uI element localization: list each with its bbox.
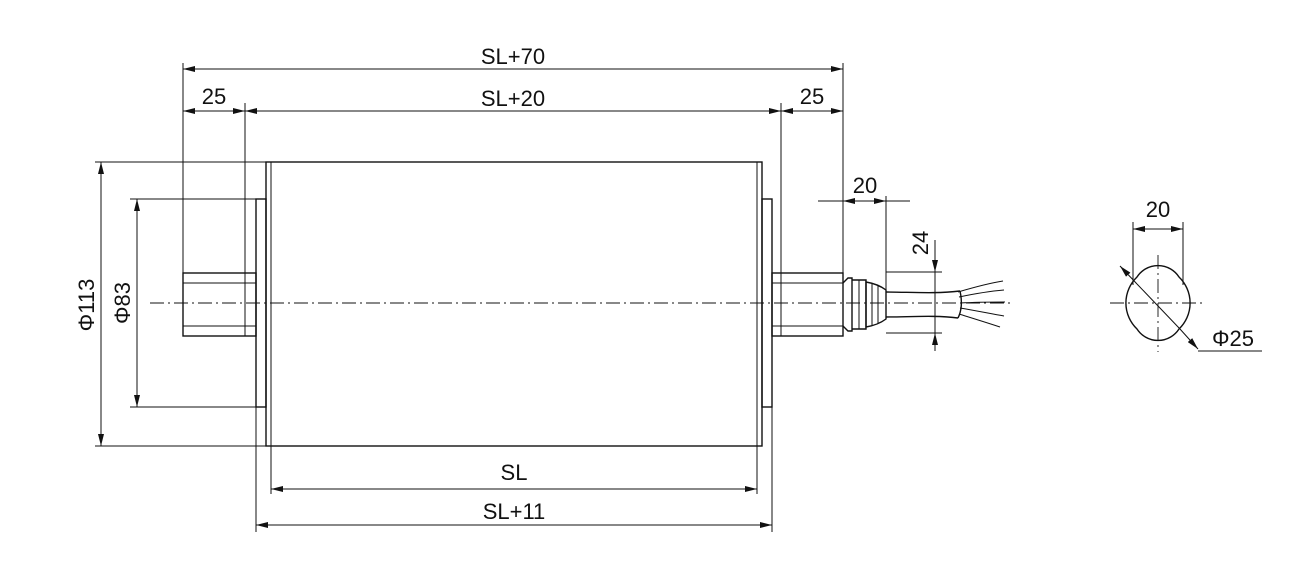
shaft-end-view: 20 Φ25: [1110, 197, 1262, 352]
roller-side-view: [150, 161, 1012, 447]
right-shaft-hex: [771, 272, 844, 337]
tube-flange-length-label: SL+11: [483, 499, 546, 524]
roller-tube: [265, 161, 763, 447]
left-shaft-hex: [182, 272, 257, 337]
flange-diameter-label: Φ83: [110, 282, 135, 324]
cable: [885, 280, 1006, 328]
shaft-cross-section: [1125, 264, 1191, 342]
shaft-flat-width-label: 20: [1146, 197, 1170, 222]
bottom-dimensions: SL SL+11: [255, 407, 773, 532]
mid-length-label: SL+20: [481, 86, 545, 111]
shaft-diameter-label: Φ25: [1212, 326, 1254, 351]
cable-gland: [842, 277, 887, 332]
top-dimensions: SL+70 SL+20 25 25: [182, 44, 844, 273]
left-end-length-label: 25: [202, 84, 226, 109]
shaft-diameter-leader: [1119, 265, 1138, 285]
diameter-dimensions: Φ113 Φ83: [74, 161, 266, 447]
cable-offset-label: 20: [853, 173, 877, 198]
tube-diameter-label: Φ113: [74, 279, 99, 332]
overall-length-label: SL+70: [481, 44, 545, 69]
cable-gland-size-label: 24: [908, 231, 933, 255]
tube-length-label: SL: [501, 460, 528, 485]
right-end-length-label: 25: [800, 84, 824, 109]
cable-dimensions: 20 24: [818, 173, 942, 351]
